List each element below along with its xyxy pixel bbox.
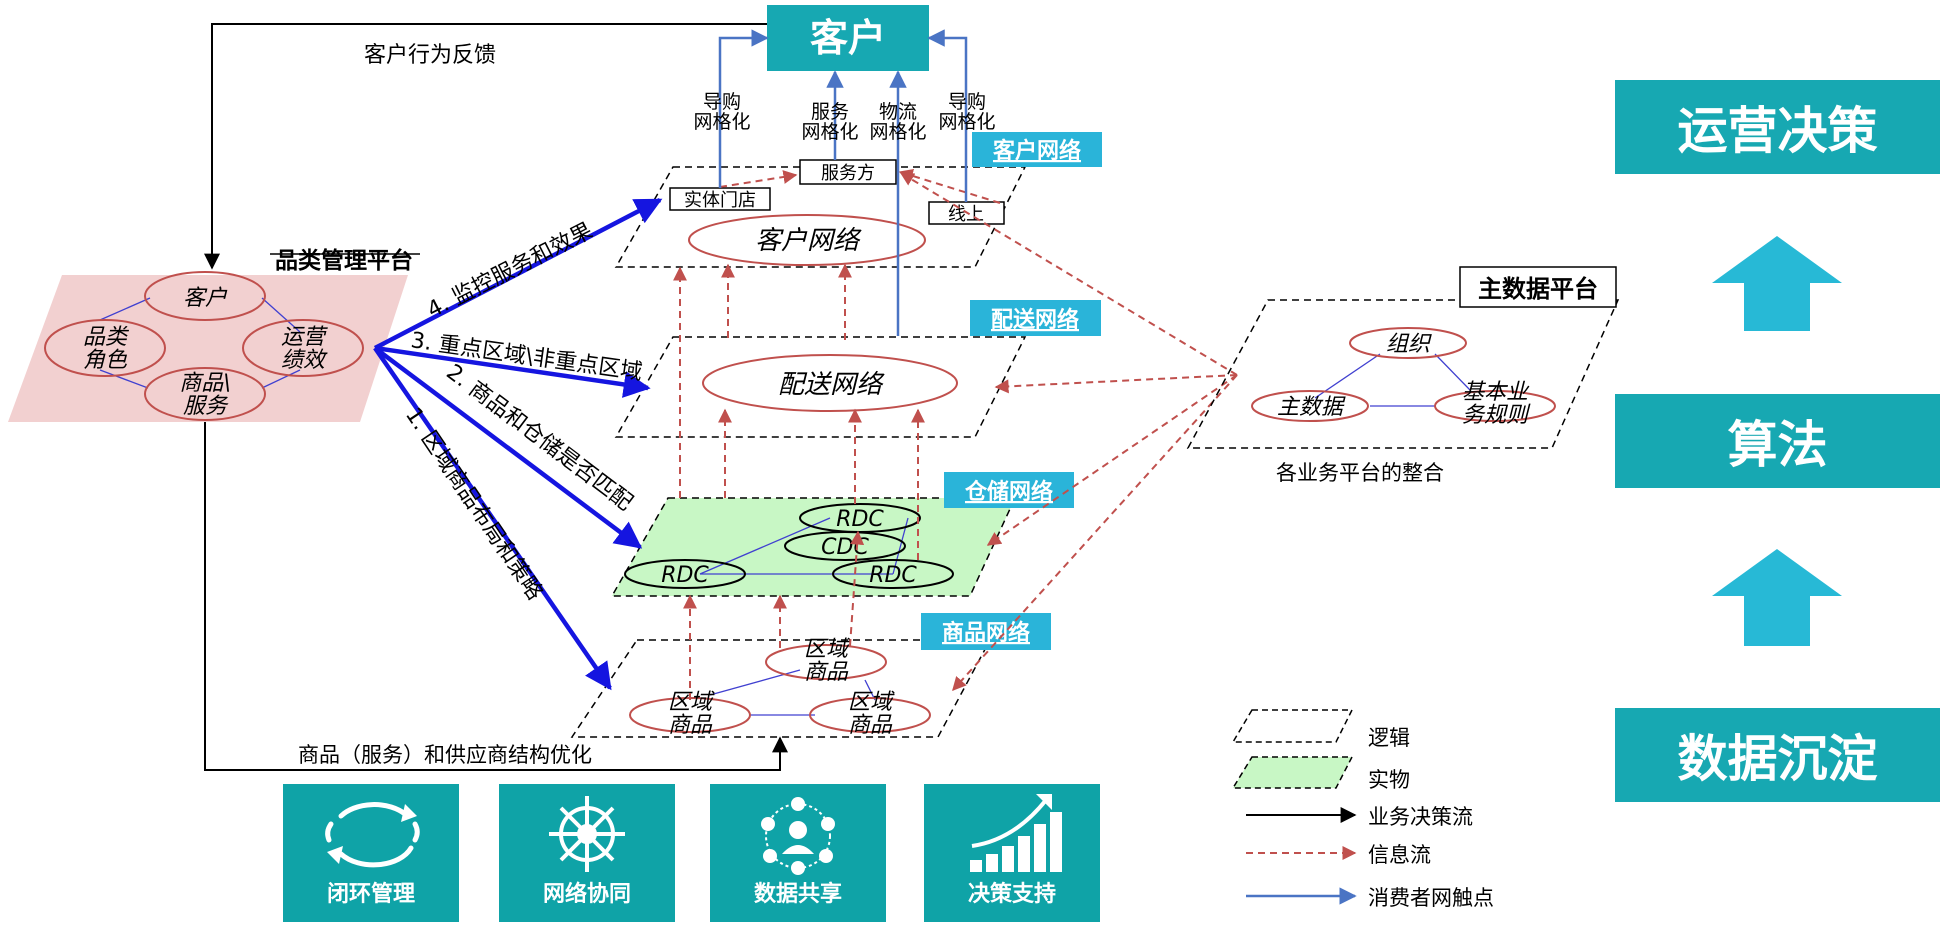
warehouse-network-plane (610, 497, 1017, 597)
delivery-network-tag-label: 配送网络 (991, 307, 1079, 333)
region-left-label: 区域商品 (668, 690, 715, 738)
legend: 逻辑 实物 业务决策流 信息流 消费者网触点 (1231, 709, 1494, 910)
warehouse-network-tag-label: 仓储网络 (964, 479, 1053, 505)
delivery-network-node-label: 配送网络 (778, 370, 885, 400)
ops-decision-block: 运营决策 (1615, 80, 1940, 174)
helm-icon (549, 796, 625, 872)
legend-logic-label: 逻辑 (1368, 726, 1410, 750)
customer-network-node (688, 214, 926, 266)
node-goods-service-label: 商品\服务 (179, 371, 230, 419)
customer-network-tag-label: 客户网络 (993, 138, 1081, 164)
icon-card-decision-label: 决策支持 (967, 882, 1056, 907)
touch-service-label: 服务网格化 (801, 101, 858, 143)
category-platform-title: 品类管理平台 (275, 247, 413, 274)
region-right-label: 区域商品 (848, 690, 895, 738)
online-label: 线上 (948, 204, 984, 225)
customer-network-node-label: 客户网络 (755, 226, 862, 256)
master-data-title: 主数据平台 (1478, 275, 1598, 303)
touch-guide-label: 导购网格化 (693, 91, 750, 133)
legend-decision-label: 业务决策流 (1368, 805, 1473, 829)
customer-box (767, 5, 929, 71)
touch-guide2-label: 导购网格化 (938, 91, 995, 133)
customer-network-plane (614, 166, 1027, 268)
delivery-network-node (702, 354, 958, 412)
rdc-right-node (832, 559, 954, 589)
delivery-network-tag (970, 300, 1101, 336)
product-network-tag-label: 商品网络 (942, 620, 1030, 646)
region-top-node (765, 644, 887, 680)
icon-card-closed-loop-label: 闭环管理 (326, 882, 415, 907)
icon-card-closed-loop: 闭环管理 (283, 784, 459, 922)
node-category-role (44, 319, 166, 377)
legend-info-label: 信息流 (1368, 843, 1431, 867)
rdc-left-label: RDC (661, 563, 709, 588)
bottom-loop-label: 商品（服务）和供应商结构优化 (298, 743, 592, 767)
up-arrow-bottom (1712, 549, 1842, 646)
master-data-caption: 各业务平台的整合 (1276, 461, 1444, 485)
master-data-plane (1186, 299, 1620, 449)
rdc-left-node (624, 559, 746, 589)
info-arrows-master (899, 172, 1238, 692)
legend-physical-swatch (1231, 756, 1354, 789)
node-ops-perf (242, 319, 364, 377)
node-customer-label: 客户 (183, 286, 228, 311)
warehouse-network-tag (944, 472, 1074, 508)
touchpoint-arrows (718, 29, 968, 336)
node-category-role-label: 品类角色 (83, 325, 130, 373)
store-label: 实体门店 (684, 190, 756, 211)
node-goods-service (144, 367, 266, 421)
node-customer (144, 271, 266, 321)
algorithm-block: 算法 (1615, 394, 1940, 488)
rules-label: 基本业务规则 (1462, 380, 1531, 428)
icon-card-network: 网络协同 (499, 784, 675, 922)
bottom-loop-arrow (204, 422, 788, 771)
legend-logic-swatch (1231, 709, 1354, 743)
cdc-node (784, 531, 906, 561)
service-box (799, 159, 897, 185)
region-right-node (809, 697, 931, 733)
region-top-label: 区域商品 (804, 637, 851, 685)
data-settle-block: 数据沉淀 (1615, 708, 1940, 802)
node-ops-perf-label: 运营绩效 (281, 325, 328, 373)
org-label: 组织 (1386, 332, 1432, 357)
up-arrow-top (1712, 236, 1842, 331)
rdc-right-label: RDC (869, 563, 917, 588)
master-label: 主数据 (1277, 395, 1346, 420)
share-icon (761, 797, 835, 875)
legend-physical-label: 实物 (1368, 768, 1410, 792)
customer-network-tag (972, 132, 1102, 167)
product-network-tag (921, 613, 1051, 650)
master-node (1251, 390, 1369, 422)
platform-links (99, 297, 301, 389)
touch-logistics-label: 物流网格化 (869, 101, 926, 143)
feedback-label: 客户行为反馈 (364, 43, 496, 68)
legend-touch-label: 消费者网触点 (1368, 886, 1494, 910)
master-data-title-box (1459, 266, 1617, 308)
icon-card-network-label: 网络协同 (542, 882, 631, 907)
icon-card-share-label: 数据共享 (753, 882, 842, 907)
category-platform-plane (8, 275, 408, 422)
growth-chart-icon (970, 794, 1062, 872)
cdc-label: CDC (821, 535, 869, 560)
icon-card-decision: 决策支持 (924, 784, 1100, 922)
feedback-arrow (204, 23, 767, 270)
strategy-arrows (373, 198, 663, 691)
info-arrows-vertical (673, 169, 1001, 700)
cycle-icon (325, 802, 420, 868)
org-node (1349, 327, 1467, 359)
customer-box-label: 客户 (810, 16, 886, 60)
rules-node (1434, 390, 1556, 422)
rdc-top-label: RDC (836, 507, 884, 532)
icon-card-share: 数据共享 (710, 784, 886, 922)
arrow4-label: 4. 监控服务和效果 (423, 218, 596, 323)
delivery-network-plane (614, 336, 1027, 438)
service-label: 服务方 (821, 163, 875, 184)
product-network-plane (570, 639, 992, 738)
